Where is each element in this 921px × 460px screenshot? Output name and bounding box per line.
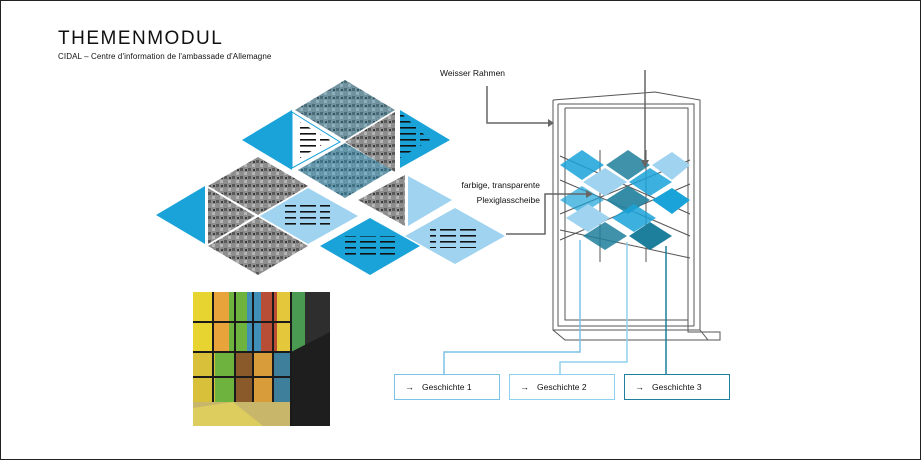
story-1-button[interactable]: → Geschichte 1 bbox=[394, 374, 500, 400]
diamond-blue-bl bbox=[156, 186, 205, 244]
story-1-label: Geschichte 1 bbox=[422, 382, 472, 392]
story-2-button[interactable]: → Geschichte 2 bbox=[509, 374, 615, 400]
arrow-right-icon: → bbox=[405, 382, 414, 392]
page-subtitle: CIDAL – Centre d'information de l'ambass… bbox=[58, 52, 272, 61]
panel-label-line2: Plexiglasscheibe bbox=[476, 195, 540, 205]
diamond-photo-bl bbox=[208, 157, 308, 215]
diamond-photo-center bbox=[298, 143, 392, 198]
callout-frame-line bbox=[486, 86, 548, 124]
story-3-button[interactable]: → Geschichte 3 bbox=[624, 374, 730, 400]
story-3-label: Geschichte 3 bbox=[652, 382, 702, 392]
colored-glass-photo bbox=[193, 292, 330, 426]
diamond-photo-mid bbox=[345, 112, 395, 172]
story-2-label: Geschichte 2 bbox=[537, 382, 587, 392]
diamond-collage-top bbox=[242, 80, 450, 198]
panel-label-line1: farbige, transparente bbox=[461, 180, 540, 190]
diamond-light-right bbox=[408, 176, 452, 226]
arrow-right-icon: → bbox=[520, 382, 529, 392]
connector-story-2 bbox=[559, 242, 628, 375]
diamond-collage-bottom bbox=[156, 157, 505, 275]
plexiglass-panels bbox=[560, 150, 690, 250]
diamond-photo-bottom bbox=[208, 217, 308, 275]
frame-outline-top bbox=[552, 91, 701, 330]
diamond-photo-br bbox=[358, 175, 405, 226]
callout-panel-line bbox=[506, 193, 590, 235]
callout-lines bbox=[486, 70, 649, 235]
arrow-right-icon: → bbox=[635, 382, 644, 392]
story-connectors bbox=[443, 240, 667, 375]
connector-story-1 bbox=[443, 240, 581, 375]
diamond-photo-top bbox=[295, 80, 395, 140]
frame-label: Weisser Rahmen bbox=[440, 68, 506, 78]
diamond-blue-left bbox=[242, 110, 292, 170]
page-title: THEMENMODUL bbox=[58, 28, 224, 49]
